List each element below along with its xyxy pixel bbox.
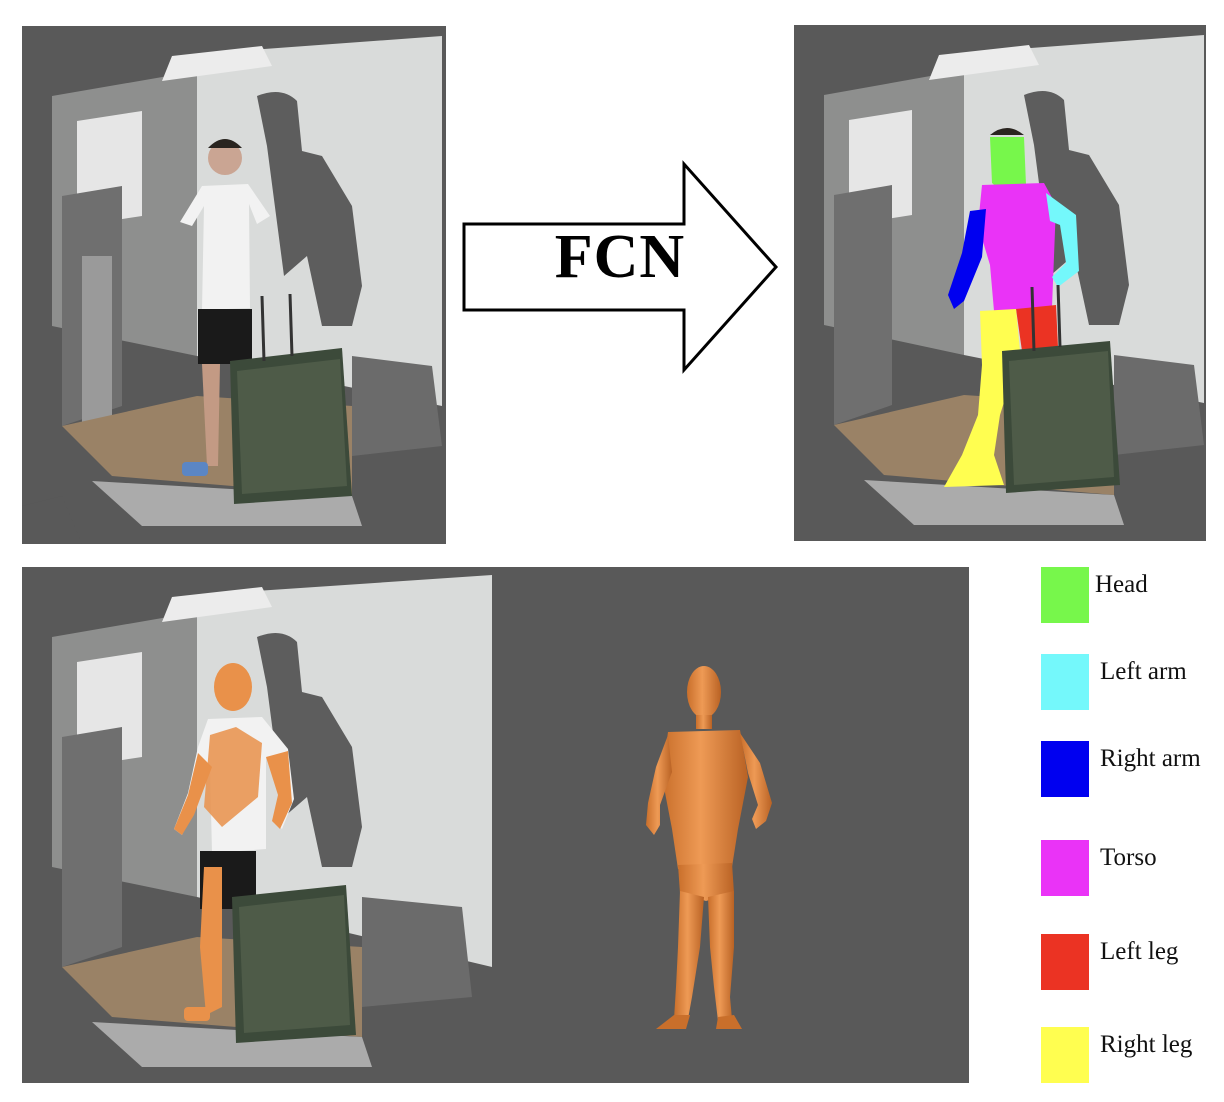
reconstructed-mesh-panel bbox=[496, 567, 969, 1083]
legend-item-head: Head bbox=[1041, 567, 1221, 625]
reconstructed-body-mesh bbox=[496, 567, 969, 1083]
legend-label: Right leg bbox=[1100, 1031, 1193, 1058]
legend-swatch bbox=[1041, 567, 1089, 623]
legend-swatch bbox=[1041, 840, 1089, 896]
legend-item-torso: Torso bbox=[1041, 840, 1221, 898]
legend-item-right-leg: Right leg bbox=[1041, 1027, 1221, 1085]
legend-item-left-arm: Left arm bbox=[1041, 654, 1221, 712]
legend-swatch bbox=[1041, 934, 1089, 990]
arrow-label: FCN bbox=[554, 223, 686, 291]
legend-label: Left leg bbox=[1100, 938, 1179, 965]
legend-swatch bbox=[1041, 1027, 1089, 1083]
segmentation-result-image bbox=[794, 25, 1206, 541]
legend-item-left-leg: Left leg bbox=[1041, 934, 1221, 992]
legend-label: Right arm bbox=[1100, 745, 1201, 772]
legend-swatch bbox=[1041, 741, 1089, 797]
input-pointcloud-image bbox=[22, 26, 446, 544]
legend-label: Head bbox=[1095, 571, 1148, 598]
legend-swatch bbox=[1041, 654, 1089, 710]
fitted-overlay-image bbox=[22, 567, 496, 1083]
segmentation-result-panel bbox=[794, 25, 1206, 541]
fitted-overlay-panel bbox=[22, 567, 496, 1083]
legend-label: Left arm bbox=[1100, 658, 1187, 685]
arrow-shape bbox=[462, 160, 779, 374]
legend-label: Torso bbox=[1100, 844, 1157, 871]
input-pointcloud-panel bbox=[22, 26, 446, 544]
fcn-arrow: FCN bbox=[460, 160, 782, 374]
legend-item-right-arm: Right arm bbox=[1041, 741, 1221, 799]
